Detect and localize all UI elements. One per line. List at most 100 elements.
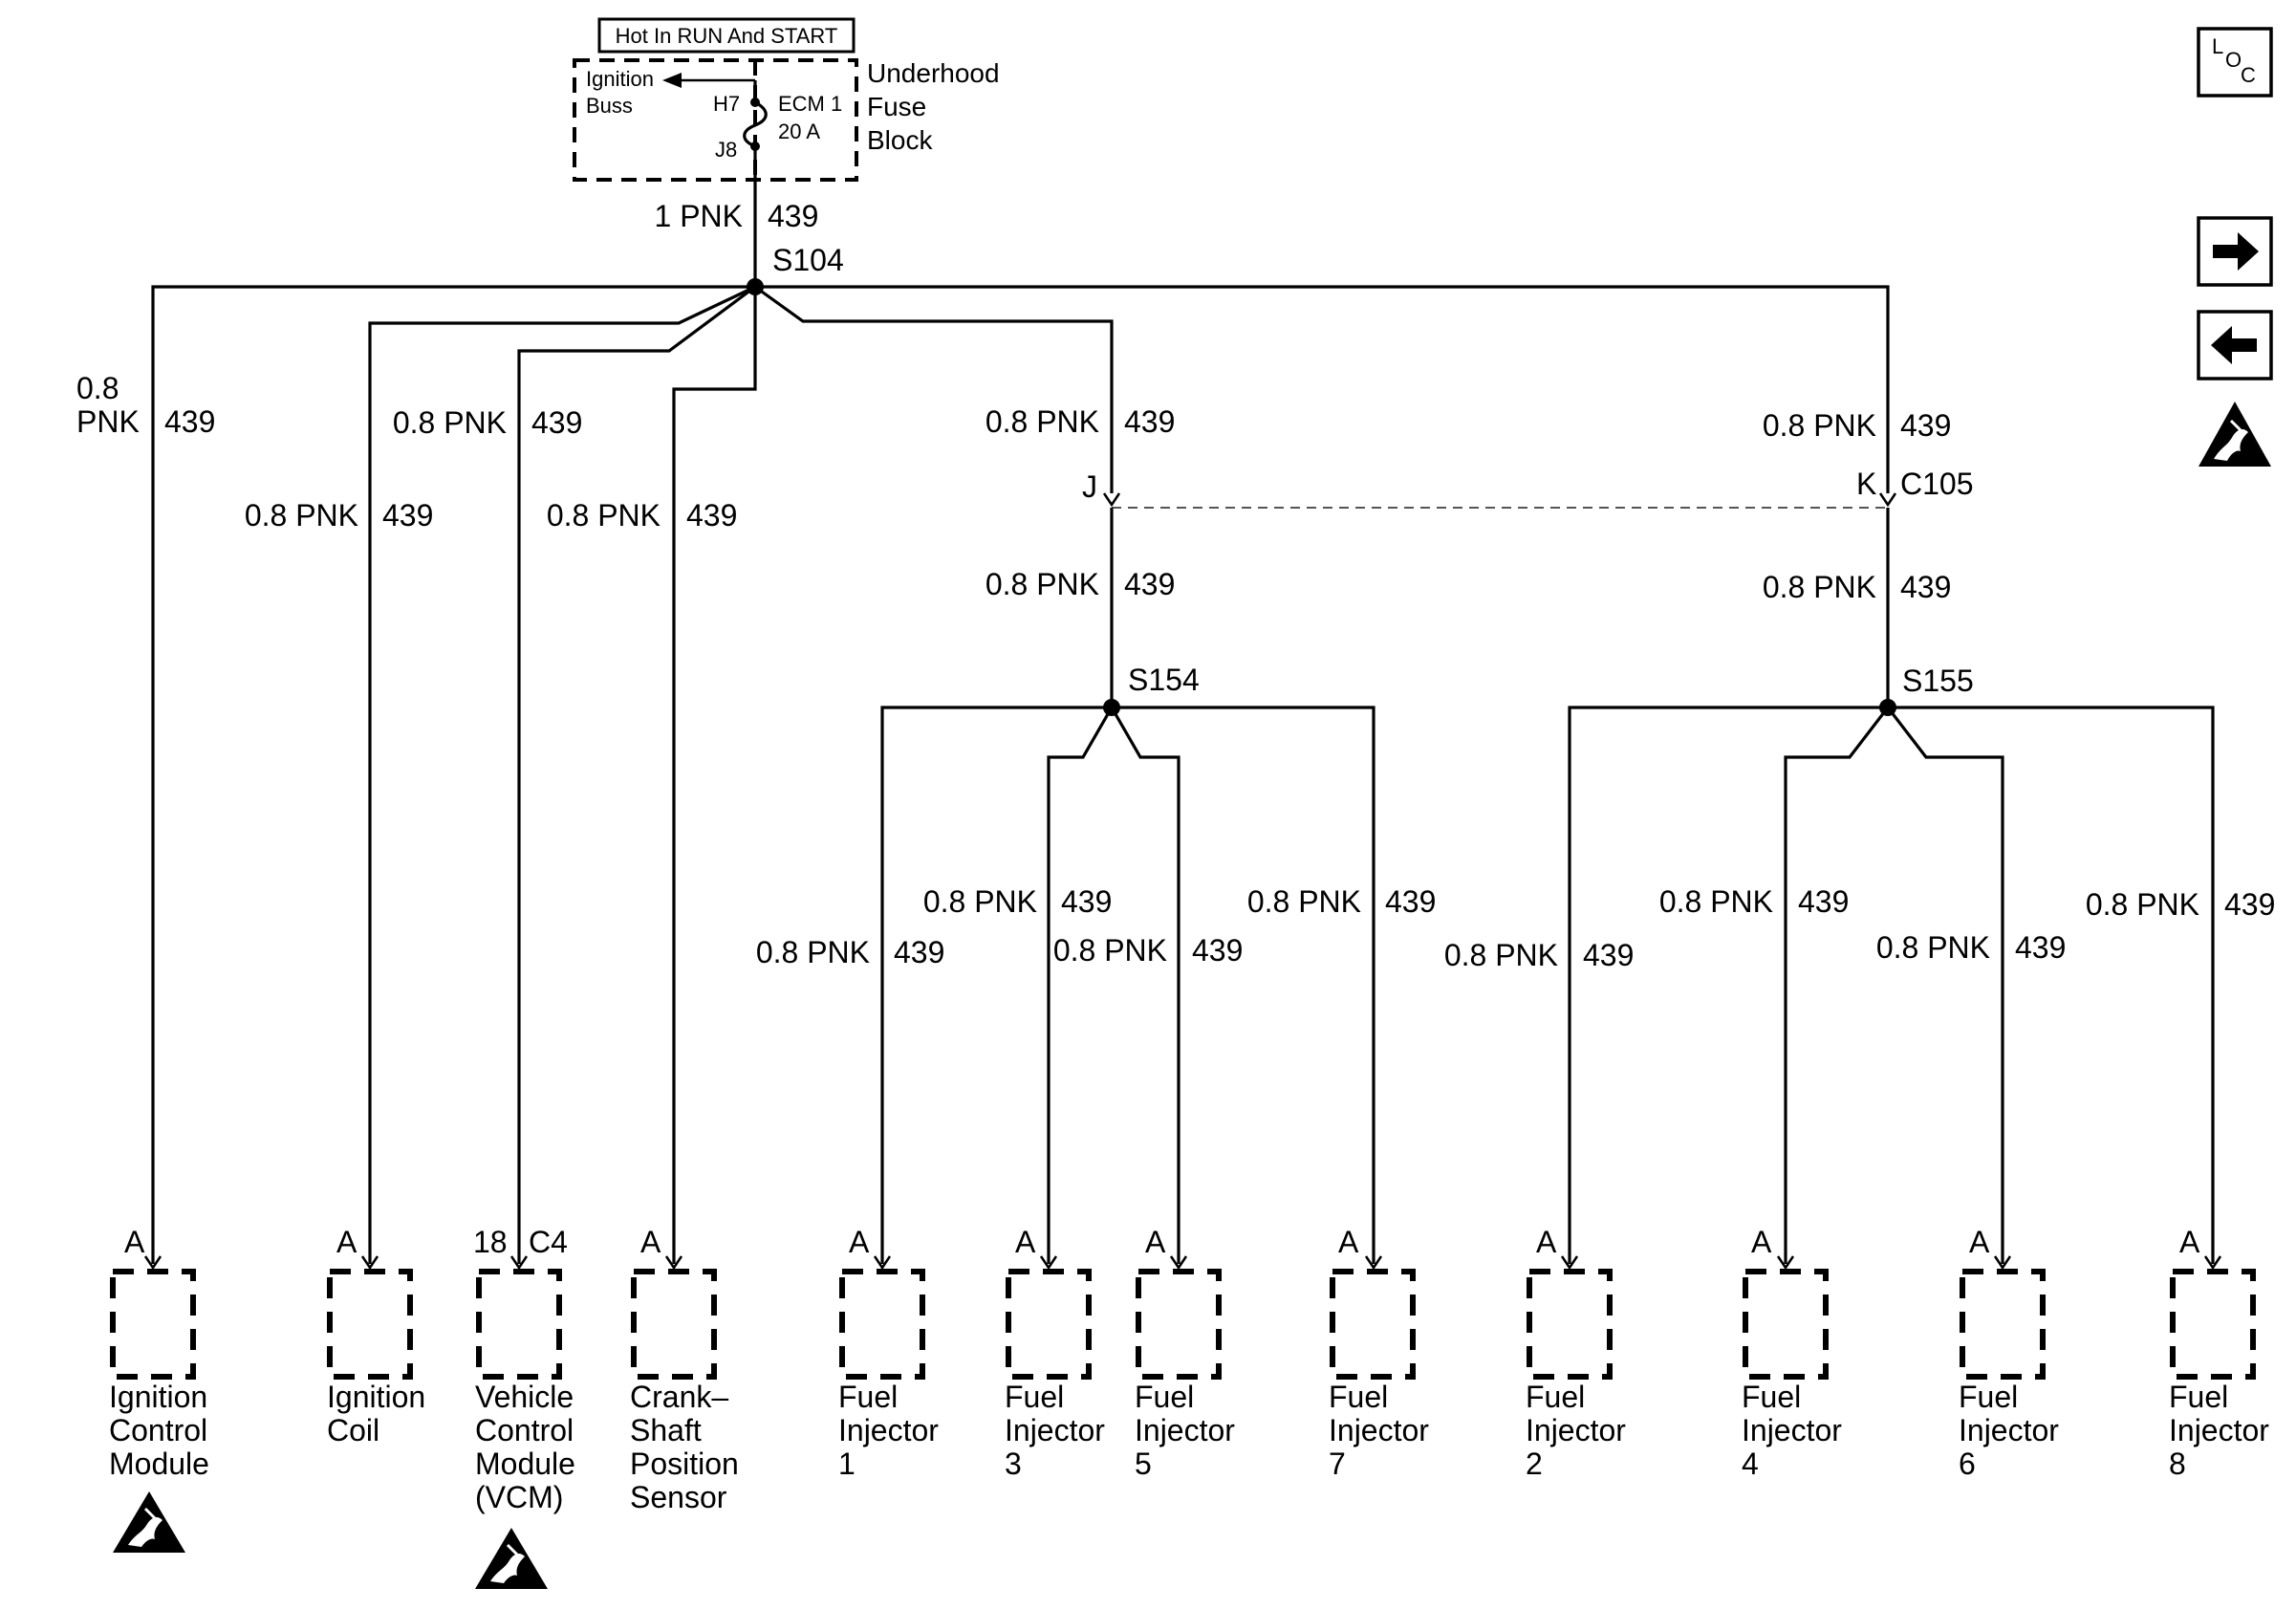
w-inj6-gauge: 0.8 PNK [1876,930,1990,965]
pin-j8-label: J8 [715,138,737,162]
location-button[interactable]: L O C [2197,27,2273,98]
c105-pin-j: J [1082,469,1097,504]
fuse-rating-label: 20 A [778,120,820,143]
inj3-name-1: Fuel [1005,1380,1064,1414]
splice-s154-label: S154 [1128,663,1200,697]
forward-button[interactable] [2197,216,2273,287]
component-ignition-control-module: A Ignition Control Module [109,1225,209,1481]
inj1-name-2: Injector [838,1413,939,1447]
wire-to-inj3 [1047,707,1114,1264]
coil-name-1: Ignition [327,1380,425,1414]
w-inj8-circuit: 439 [2224,887,2275,922]
inj3-pin: A [1015,1225,1036,1259]
fuse-block-label-3: Block [867,125,933,155]
connector-c105: J K C105 [1082,467,1974,509]
inj4-name-3: 4 [1742,1447,1759,1481]
inj1-name-1: Fuel [838,1380,898,1414]
inj4-name-2: Injector [1742,1413,1842,1447]
splice-s104-label: S104 [772,243,844,277]
wire-to-inj5 [1110,707,1180,1264]
inj8-name-1: Fuel [2169,1380,2228,1414]
c105-label: C105 [1900,467,1974,501]
inj7-pin: A [1338,1225,1359,1259]
w-inj7-gauge: 0.8 PNK [1247,884,1361,919]
ckp-name-4: Sensor [630,1480,727,1514]
inj4-name-1: Fuel [1742,1380,1801,1414]
inj7-name-1: Fuel [1329,1380,1388,1414]
arrow-left-icon [662,73,682,88]
inj2-name-3: 2 [1526,1447,1543,1481]
component-fuel-injector-4: A Fuel Injector 4 [1742,1225,1842,1481]
ckp-name-1: Crank– [630,1380,728,1414]
w-inj5-gauge: 0.8 PNK [1053,933,1167,968]
inj7-name-3: 7 [1329,1447,1346,1481]
icm-name-1: Ignition [109,1380,207,1414]
fuse-block-label-2: Fuse [867,92,926,121]
hot-in-run-start-label: Hot In RUN And START [616,24,838,48]
inj4-pin: A [1751,1225,1772,1259]
wire-to-inj1 [880,706,1112,1264]
inj7-name-2: Injector [1329,1413,1429,1447]
wire-to-inj2 [1568,706,1888,1264]
fuse-block-label-1: Underhood [867,58,1000,88]
s104-branches [151,285,1890,1264]
w-ckp-circuit: 439 [686,498,737,533]
component-fuel-injector-3: A Fuel Injector 3 [1005,1225,1105,1481]
inj6-pin: A [1969,1225,1990,1259]
coil-name-2: Coil [327,1413,379,1447]
w-inj2-gauge: 0.8 PNK [1444,938,1558,972]
w-inj3-circuit: 439 [1061,884,1112,919]
vcm-name-1: Vehicle [475,1380,574,1414]
wire-to-icm [151,285,755,1264]
vcm-name-4: (VCM) [475,1480,563,1514]
wire-to-inj6 [1886,707,2004,1264]
wire-to-inj4 [1784,707,1890,1264]
inj6-name-3: 6 [1959,1447,1976,1481]
arrow-left-icon [2211,326,2257,364]
w-j-lower-circuit: 439 [1124,567,1175,601]
w-vcm-circuit: 439 [531,405,582,440]
w-inj7-circuit: 439 [1385,884,1436,919]
esd-warning-icon [475,1528,548,1589]
inj1-name-3: 1 [838,1447,856,1481]
component-crankshaft-position-sensor: A Crank– Shaft Position Sensor [630,1225,739,1514]
inj2-name-2: Injector [1526,1413,1626,1447]
w-k-lower-circuit: 439 [1900,570,1951,604]
w-inj4-gauge: 0.8 PNK [1659,884,1773,919]
component-fuel-injector-8: A Fuel Injector 8 [2169,1225,2269,1481]
inj3-name-3: 3 [1005,1447,1022,1481]
vcm-name-2: Control [475,1413,574,1447]
w-vcm-gauge: 0.8 PNK [393,405,507,440]
wire-to-c105-j [754,285,1114,493]
inj6-name-1: Fuel [1959,1380,2018,1414]
w-inj6-circuit: 439 [2015,930,2066,965]
inj2-name-1: Fuel [1526,1380,1585,1414]
loc-l: L [2212,34,2223,58]
w-inj5-circuit: 439 [1192,933,1243,968]
fuse-name-label: ECM 1 [778,92,842,116]
w-inj4-circuit: 439 [1798,884,1849,919]
wire-to-vcm [517,285,756,1264]
back-button[interactable] [2197,310,2273,381]
vcm-pin: 18 [473,1225,508,1259]
loc-o: O [2225,48,2242,72]
fuse-icon [743,100,768,148]
esd-info-button[interactable] [2199,402,2271,467]
inj8-pin: A [2179,1225,2200,1259]
s155-branches [1568,706,2215,1264]
w-icm-gauge-1: 0.8 [76,371,119,405]
arrow-right-icon [2213,232,2259,271]
underhood-fuse-block: Underhood Fuse Block Ignition Buss H7 J8… [573,58,1000,182]
wire-to-ckp [672,287,757,1264]
inj8-name-2: Injector [2169,1413,2269,1447]
splice-s155-label: S155 [1902,664,1974,698]
inj5-name-3: 5 [1135,1447,1152,1481]
w-inj3-gauge: 0.8 PNK [923,884,1037,919]
w-k-upper-gauge: 0.8 PNK [1763,408,1876,443]
w-coil-gauge: 0.8 PNK [245,498,358,533]
component-fuel-injector-1: A Fuel Injector 1 [838,1225,939,1481]
vcm-pin-connector: C4 [529,1225,568,1259]
w-ckp-gauge: 0.8 PNK [547,498,661,533]
ckp-name-3: Position [630,1447,739,1481]
